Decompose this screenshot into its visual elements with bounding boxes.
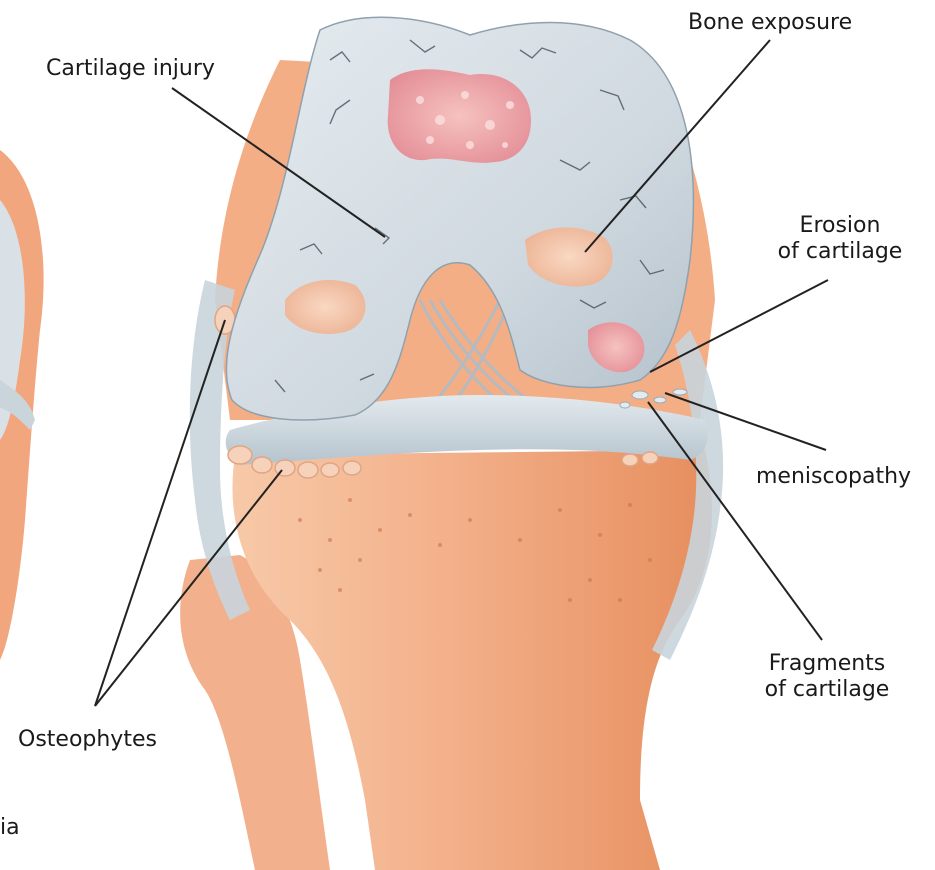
label-fragments-line1: Fragments <box>752 651 902 677</box>
label-fragments-line2: of cartilage <box>752 677 902 703</box>
label-erosion: Erosion of cartilage <box>770 213 910 265</box>
label-meniscopathy: meniscopathy <box>756 464 911 490</box>
bone-exposure-lesion <box>388 69 531 163</box>
label-osteophytes: Osteophytes <box>18 727 157 753</box>
label-cartilage-injury: Cartilage injury <box>46 56 215 82</box>
partial-left-knee <box>0 150 44 660</box>
label-partial-left: ia <box>0 815 20 841</box>
label-erosion-line2: of cartilage <box>770 239 910 265</box>
label-bone-exposure: Bone exposure <box>688 10 852 36</box>
label-erosion-line1: Erosion <box>770 213 910 239</box>
label-fragments: Fragments of cartilage <box>752 651 902 703</box>
